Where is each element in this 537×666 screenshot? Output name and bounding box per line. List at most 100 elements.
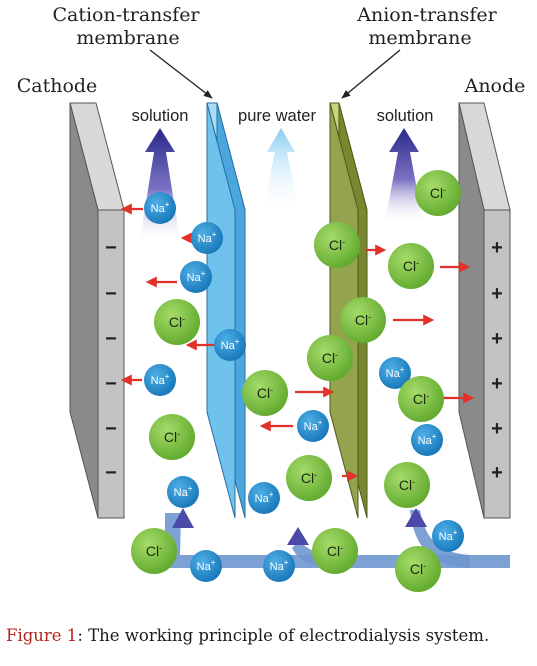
chloride-ion-label: Cl- bbox=[322, 350, 338, 366]
sodium-ion: Na+ bbox=[214, 329, 246, 361]
feed-inflow-right-arrowhead bbox=[405, 508, 427, 527]
chloride-ion-sphere bbox=[384, 462, 430, 508]
figure-label: Figure 1 bbox=[6, 626, 78, 645]
chloride-ion-label: Cl- bbox=[146, 543, 162, 559]
solution-right-label: solution bbox=[377, 107, 434, 125]
sodium-ion: Na+ bbox=[144, 192, 176, 224]
sodium-ion: Na+ bbox=[248, 482, 280, 514]
chloride-ion: Cl- bbox=[415, 170, 461, 216]
chloride-ion-label: Cl- bbox=[399, 477, 415, 493]
sodium-ion: Na+ bbox=[297, 410, 329, 442]
chloride-ion-label: Cl- bbox=[329, 237, 345, 253]
chloride-ion-label: Cl- bbox=[164, 429, 180, 445]
sodium-ion: Na+ bbox=[263, 550, 295, 582]
chloride-ion: Cl- bbox=[395, 546, 441, 592]
chloride-ion-sphere bbox=[312, 528, 358, 574]
anode-sign: + bbox=[491, 373, 503, 395]
chloride-ion-label: Cl- bbox=[355, 312, 371, 328]
chloride-ion-sphere bbox=[415, 170, 461, 216]
chloride-ion-sphere bbox=[286, 455, 332, 501]
sodium-ion-sphere bbox=[190, 550, 222, 582]
chloride-ion: Cl- bbox=[388, 243, 434, 289]
cation-membrane-label-line1: Cation-transfer bbox=[52, 4, 200, 26]
anion-transfer-membrane bbox=[329, 102, 368, 519]
anion-membrane-label-line1: Anion-transfer bbox=[356, 4, 497, 26]
pure-water-label: pure water bbox=[238, 107, 316, 125]
sodium-ion-sphere bbox=[411, 424, 443, 456]
anode-label: Anode bbox=[464, 75, 526, 97]
sodium-ion: Na+ bbox=[190, 550, 222, 582]
cathode-electrode bbox=[69, 102, 125, 519]
chloride-ion: Cl- bbox=[398, 376, 444, 422]
sodium-ion: Na+ bbox=[167, 476, 199, 508]
sodium-ion-sphere bbox=[379, 357, 411, 389]
sodium-ion: Na+ bbox=[411, 424, 443, 456]
anode-sign: + bbox=[491, 418, 503, 440]
sodium-ion-sphere bbox=[144, 192, 176, 224]
chloride-ion-sphere bbox=[131, 528, 177, 574]
anion-membrane-pointer bbox=[341, 49, 401, 99]
chloride-ion: Cl- bbox=[314, 222, 360, 268]
chloride-ion: Cl- bbox=[384, 462, 430, 508]
cation-transfer-membrane bbox=[206, 102, 246, 519]
anode-sign: + bbox=[491, 237, 503, 259]
sodium-ion: Na+ bbox=[144, 364, 176, 396]
pure-water-outflow-arrow bbox=[263, 128, 299, 210]
sodium-ion: Na+ bbox=[379, 357, 411, 389]
chloride-ion: Cl- bbox=[154, 299, 200, 345]
chloride-ion-sphere bbox=[388, 243, 434, 289]
cathode-sign: − bbox=[105, 283, 117, 305]
solution-outflow-right-arrow bbox=[385, 128, 423, 222]
anode-sign: + bbox=[491, 283, 503, 305]
chloride-ion-sphere bbox=[340, 297, 386, 343]
chloride-ion-label: Cl- bbox=[430, 185, 446, 201]
chloride-ion-label: Cl- bbox=[169, 314, 185, 330]
sodium-ion-sphere bbox=[432, 520, 464, 552]
cathode-sign: − bbox=[105, 418, 117, 440]
chloride-ion-sphere bbox=[398, 376, 444, 422]
anode-sign: + bbox=[491, 462, 503, 484]
figure-caption: Figure 1: The working principle of elect… bbox=[6, 626, 531, 645]
cathode-sign: − bbox=[105, 373, 117, 395]
cathode-sign: − bbox=[105, 462, 117, 484]
sodium-ion-sphere bbox=[144, 364, 176, 396]
chloride-ion: Cl- bbox=[307, 335, 353, 381]
cathode-sign: − bbox=[105, 237, 117, 259]
feed-inflow-middle-arrowhead bbox=[287, 527, 309, 545]
chloride-ion: Cl- bbox=[286, 455, 332, 501]
ion-migration-arrows bbox=[120, 203, 475, 482]
chloride-ion-sphere bbox=[242, 370, 288, 416]
ions-layer: Na+Na+Na+Na+Na+Na+Na+Na+Na+Na+Na+Na+Na+C… bbox=[131, 170, 464, 592]
chloride-ion-sphere bbox=[307, 335, 353, 381]
chloride-ion-sphere bbox=[149, 414, 195, 460]
caption-text: The working principle of electrodialysis… bbox=[88, 626, 490, 645]
anode-electrode bbox=[458, 102, 511, 519]
cathode-signs: − − − − − − bbox=[105, 237, 117, 484]
chloride-ion-label: Cl- bbox=[327, 543, 343, 559]
sodium-ion-sphere bbox=[167, 476, 199, 508]
feed-flow-branch-right bbox=[410, 510, 470, 568]
caption-separator: : bbox=[77, 626, 89, 645]
chloride-ion-sphere bbox=[314, 222, 360, 268]
sodium-ion-sphere bbox=[214, 329, 246, 361]
chloride-ion: Cl- bbox=[340, 297, 386, 343]
chloride-ion-label: Cl- bbox=[403, 258, 419, 274]
anode-sign: + bbox=[491, 328, 503, 350]
chloride-ion-sphere bbox=[395, 546, 441, 592]
cation-membrane-pointer bbox=[149, 49, 213, 99]
sodium-ion: Na+ bbox=[432, 520, 464, 552]
cathode-label: Cathode bbox=[17, 75, 98, 97]
sodium-ion-sphere bbox=[180, 261, 212, 293]
chloride-ion: Cl- bbox=[312, 528, 358, 574]
chloride-ion: Cl- bbox=[242, 370, 288, 416]
anode-signs: + + + + + + bbox=[491, 237, 503, 484]
chloride-ion-label: Cl- bbox=[301, 470, 317, 486]
chloride-ion-label: Cl- bbox=[410, 561, 426, 577]
sodium-ion: Na+ bbox=[180, 261, 212, 293]
chloride-ion-label: Cl- bbox=[257, 385, 273, 401]
chloride-ion-sphere bbox=[154, 299, 200, 345]
sodium-ion-sphere bbox=[263, 550, 295, 582]
cathode-sign: − bbox=[105, 328, 117, 350]
